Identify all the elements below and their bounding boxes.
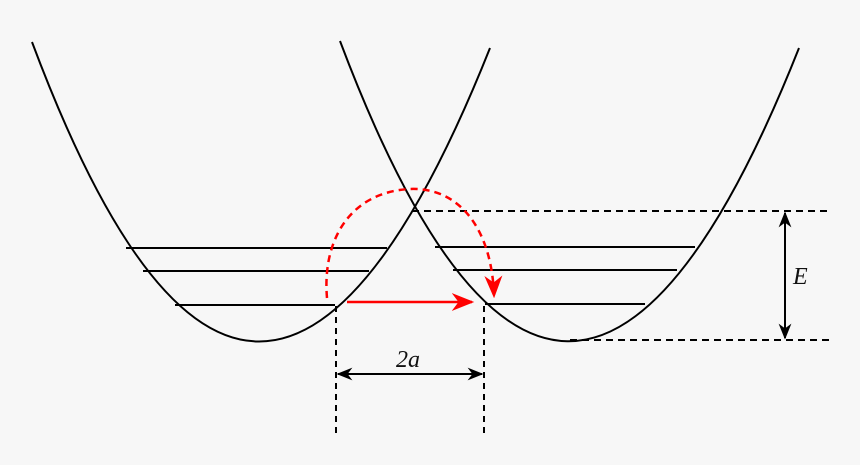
left-energy-levels <box>126 247 387 306</box>
right-energy-levels <box>435 246 695 305</box>
left-potential-well <box>31 41 491 343</box>
separation-label: 2a <box>396 347 420 373</box>
energy-label: E <box>793 264 808 290</box>
over-barrier-hop-arrow <box>325 187 503 299</box>
right-potential-well <box>339 40 800 343</box>
